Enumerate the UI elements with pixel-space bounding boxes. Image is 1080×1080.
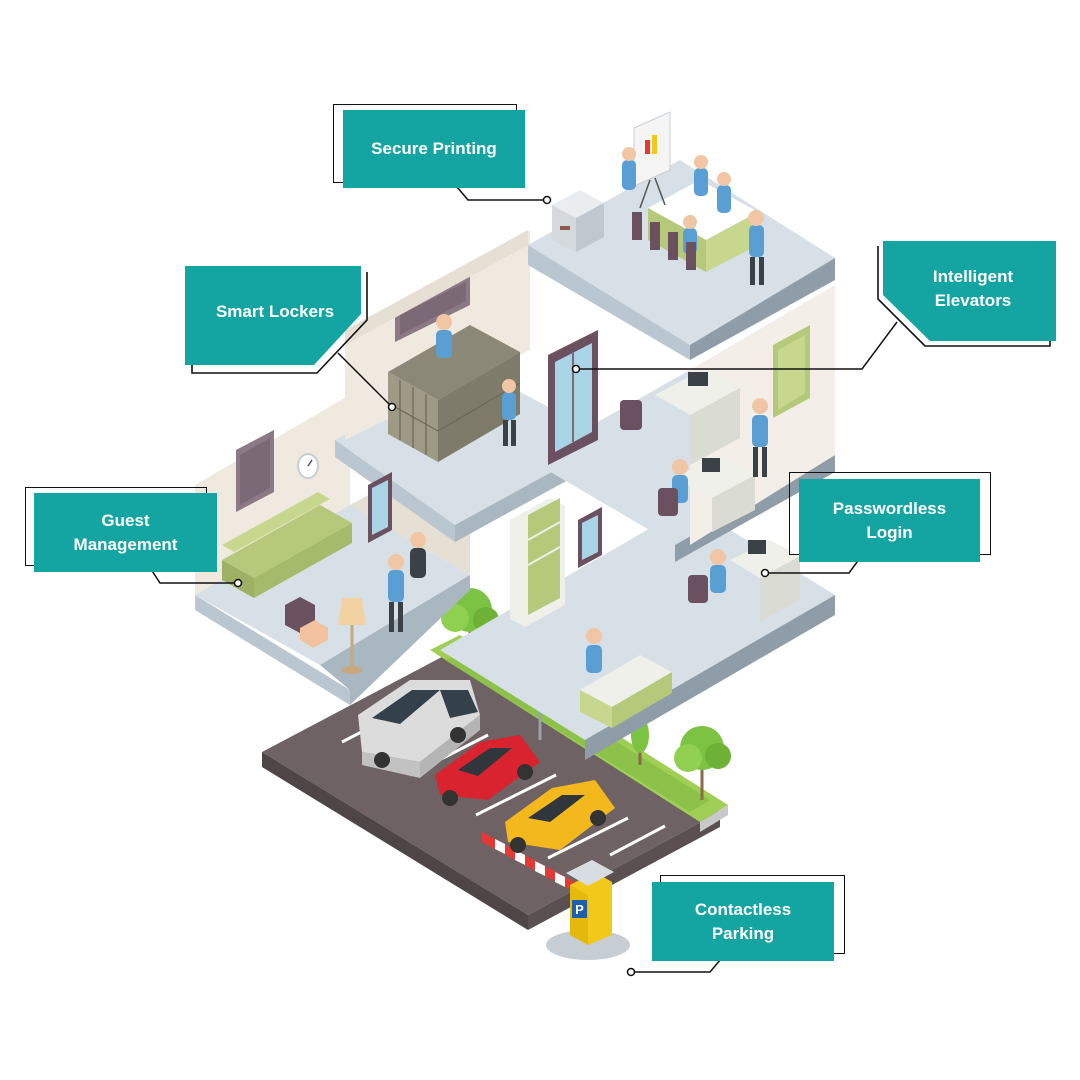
secure-printing-label: Secure Printing <box>371 139 497 158</box>
printer <box>552 190 604 252</box>
wall-window <box>395 275 470 342</box>
reception-desk <box>580 655 672 728</box>
side-tables <box>285 597 328 648</box>
yellow-car <box>505 780 615 853</box>
dot-passwordless-login <box>760 568 770 578</box>
wall-panel <box>773 325 810 418</box>
shelving-unit <box>510 498 565 627</box>
parking-barrier <box>482 832 575 892</box>
wall-clock <box>297 453 319 479</box>
people <box>388 147 768 673</box>
callout-box: Passwordless Login <box>799 479 980 562</box>
intelligent-elevators-label: Intelligent Elevators <box>932 267 1014 310</box>
presentation-board <box>633 111 671 209</box>
callout-box: Contactless Parking <box>652 882 834 961</box>
callout-box: Secure Printing <box>343 110 525 188</box>
wall-picture <box>236 430 274 512</box>
smart-lockers-label: Smart Lockers <box>215 302 335 321</box>
floor-lamp <box>338 598 366 674</box>
elevator <box>548 330 598 465</box>
contactless-parking-label: Contactless Parking <box>694 899 792 943</box>
dot-guest-management <box>233 578 243 588</box>
workstation-desk-2 <box>675 455 755 532</box>
kiosk-p-letter: P <box>575 902 584 917</box>
smart-lockers <box>387 325 521 462</box>
passwordless-login-label: Passwordless Login <box>832 498 947 542</box>
dot-smart-lockers <box>387 402 397 412</box>
callout-box: Guest Management <box>34 493 217 572</box>
callout-boxes-svg <box>185 241 1056 365</box>
box-intelligent-elevators <box>883 241 1056 341</box>
workstation-desk <box>655 368 740 465</box>
sofa <box>222 492 352 598</box>
guest-management-label: Guest Management <box>73 510 178 554</box>
parking-kiosk: P <box>546 860 630 960</box>
red-car <box>435 735 540 806</box>
ground-doors <box>368 472 602 568</box>
connector-smart-lockers <box>337 352 393 408</box>
dot-secure-printing <box>542 195 552 205</box>
connector-dots <box>233 195 770 977</box>
office-chairs <box>620 212 708 603</box>
dot-intelligent-elevators <box>571 364 581 374</box>
dot-contactless-parking <box>626 967 636 977</box>
callout-box: Intelligent Elevators <box>890 241 1056 341</box>
van <box>358 680 480 778</box>
connector-intelligent-elevators <box>576 321 898 370</box>
callout-box: Smart Lockers <box>185 266 365 360</box>
box-smart-lockers <box>185 266 361 365</box>
